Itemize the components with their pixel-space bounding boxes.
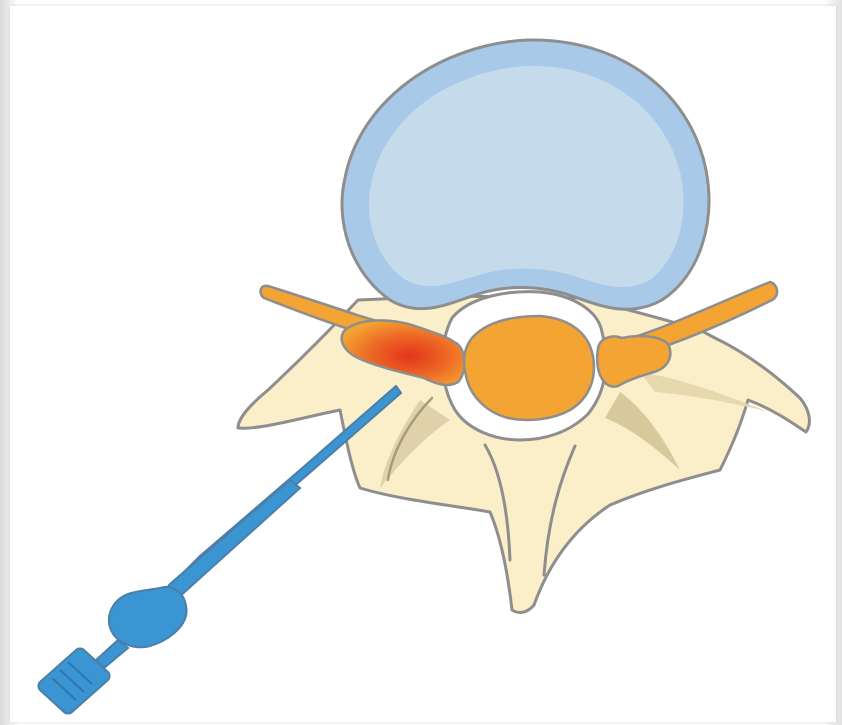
vertebral-body [342, 40, 709, 309]
ablation-probe [39, 386, 402, 714]
probe-handle [109, 587, 187, 647]
probe-shaft-taper [168, 480, 300, 598]
dural-sac [464, 316, 594, 420]
probe-neck [96, 640, 128, 668]
